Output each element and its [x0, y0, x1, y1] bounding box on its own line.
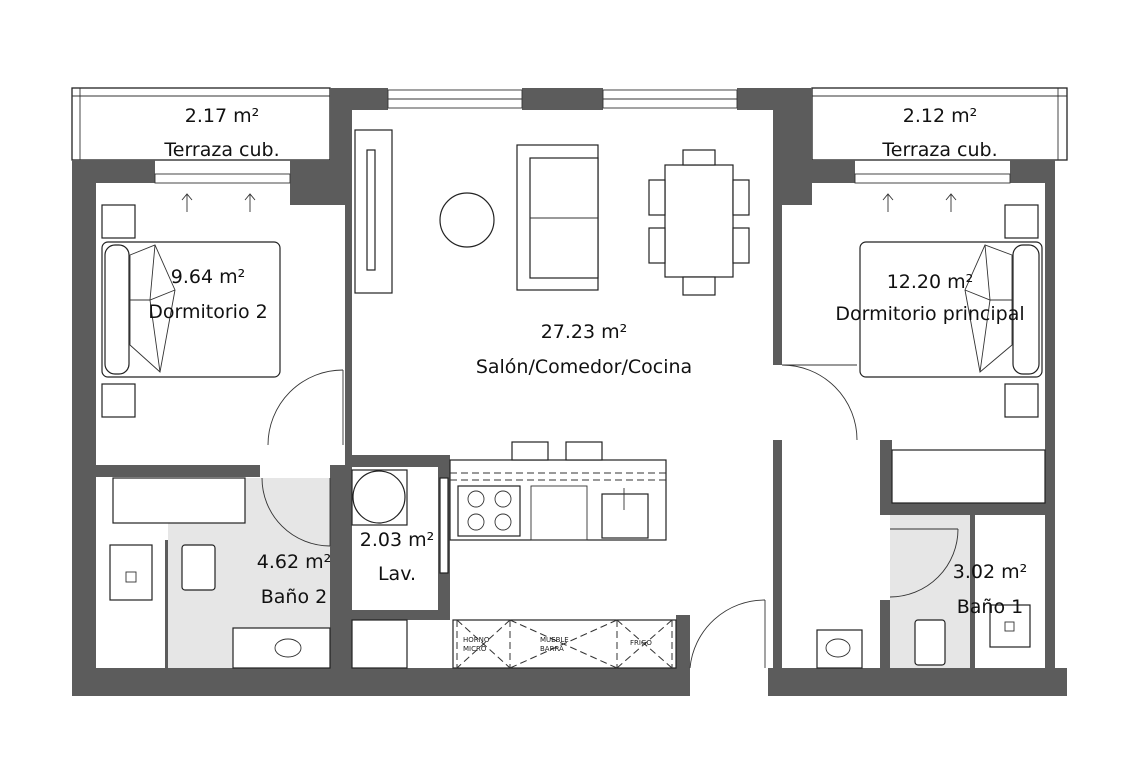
room-label-terraza-right: 2.12 m² Terraza cub.	[881, 105, 997, 161]
bed-dormitorio-2	[101, 204, 281, 418]
svg-text:9.64 m²: 9.64 m²	[171, 266, 245, 288]
svg-text:2.03 m²: 2.03 m²	[360, 529, 434, 551]
bano2-fixtures	[109, 544, 331, 669]
svg-text:2.12 m²: 2.12 m²	[903, 105, 977, 127]
label-micro: MICRO	[463, 645, 487, 653]
svg-text:12.20 m²: 12.20 m²	[887, 271, 974, 293]
label-horno: HORNO	[463, 636, 490, 644]
svg-text:2.17 m²: 2.17 m²	[185, 105, 259, 127]
room-label-salon: 27.23 m² Salón/Comedor/Cocina	[476, 321, 692, 378]
coffee-table	[439, 192, 495, 248]
svg-text:Salón/Comedor/Cocina: Salón/Comedor/Cocina	[476, 356, 692, 378]
room-label-dormitorio-2: 9.64 m² Dormitorio 2	[148, 266, 267, 323]
dining-table	[648, 149, 750, 296]
svg-text:27.23 m²: 27.23 m²	[541, 321, 628, 343]
label-frigo: FRIGO	[630, 639, 652, 647]
svg-text:Terraza cub.: Terraza cub.	[881, 139, 997, 161]
svg-text:Lav.: Lav.	[378, 563, 416, 585]
room-label-bano-2: 4.62 m² Baño 2	[257, 551, 331, 608]
label-barra: BARRA	[540, 645, 564, 653]
wardrobe-dormitorio-principal	[891, 449, 1046, 504]
room-label-lav: 2.03 m² Lav.	[360, 529, 434, 585]
svg-text:3.02 m²: 3.02 m²	[953, 561, 1027, 583]
laundry-fixtures	[351, 469, 449, 669]
arrow-up-icons	[181, 193, 957, 212]
svg-text:Baño 2: Baño 2	[261, 586, 327, 608]
windows	[154, 89, 1011, 184]
kitchen-lower-units: HORNO MICRO MUEBLE BARRA FRIGO	[452, 619, 677, 669]
kitchen-counter	[449, 441, 667, 541]
room-label-terraza-left: 2.17 m² Terraza cub.	[163, 105, 279, 161]
bed-dormitorio-principal	[859, 204, 1043, 418]
bano1-fixtures	[816, 604, 1031, 669]
sofa	[516, 144, 599, 291]
room-label-bano-1: 3.02 m² Baño 1	[953, 561, 1027, 618]
wardrobe-dormitorio-2	[112, 477, 246, 524]
room-label-dormitorio-principal: 12.20 m² Dormitorio principal	[835, 271, 1024, 325]
svg-text:Terraza cub.: Terraza cub.	[163, 139, 279, 161]
doors	[261, 364, 959, 669]
svg-text:Baño 1: Baño 1	[957, 596, 1023, 618]
walls	[72, 88, 1067, 696]
tv-unit	[354, 129, 393, 294]
label-mueble: MUEBLE	[540, 636, 569, 644]
svg-text:Dormitorio 2: Dormitorio 2	[148, 301, 267, 323]
svg-text:Dormitorio principal: Dormitorio principal	[835, 303, 1024, 325]
svg-text:4.62 m²: 4.62 m²	[257, 551, 331, 573]
